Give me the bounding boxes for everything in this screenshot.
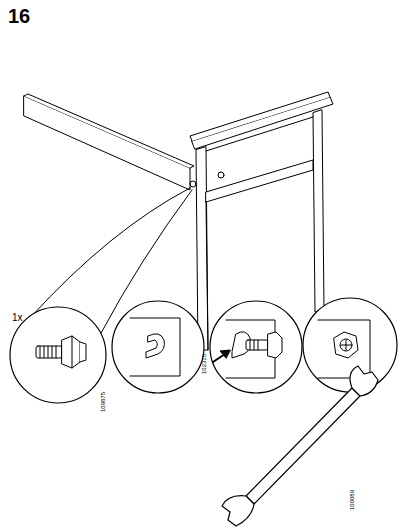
part-number: 102315 [201, 354, 207, 374]
bolt-hole [218, 172, 224, 178]
bolt-with-nut [36, 336, 86, 368]
open-end-wrench [222, 366, 378, 526]
leader-line [30, 188, 190, 318]
bolt-insertion [213, 320, 282, 378]
part-number: 109875 [100, 392, 106, 412]
detail-circles [10, 298, 397, 403]
step-number: 16 [8, 6, 30, 26]
tightened-bolt [318, 320, 370, 378]
quantity: 1x [12, 313, 23, 323]
slot-plate [130, 318, 180, 376]
side-rail [24, 94, 194, 190]
part-number: 100089 [349, 490, 355, 510]
bolt-hole [190, 181, 196, 187]
